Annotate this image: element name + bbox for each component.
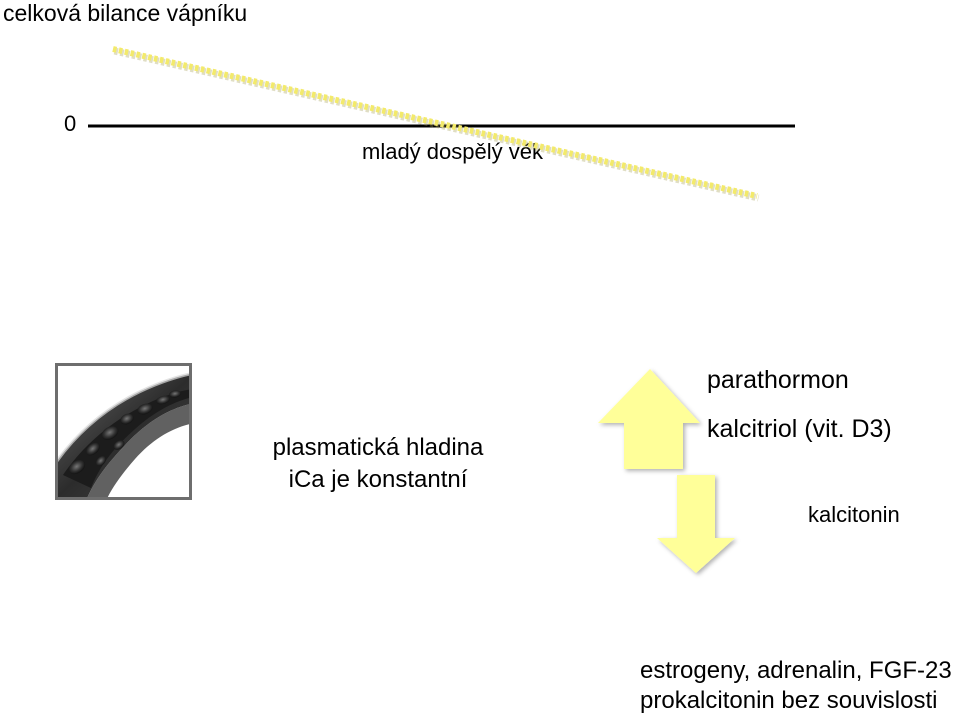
bottom-note-line-2: prokalcitonin bez souvislosti xyxy=(640,687,938,715)
hormone-kalcitriol: kalcitriol (vit. D3) xyxy=(707,415,892,443)
plasma-line-2: iCa je konstantní xyxy=(288,466,468,494)
bottom-note: estrogeny, adrenalin, FGF-23 prokalciton… xyxy=(640,656,952,717)
hormone-parathormon: parathormon xyxy=(707,366,849,394)
down-arrow-icon xyxy=(657,475,735,573)
plasma-line-1: plasmatická hladina xyxy=(272,434,484,461)
blood-vessel-image xyxy=(55,363,192,500)
bottom-note-line-1: estrogeny, adrenalin, FGF-23 xyxy=(640,657,952,684)
up-arrow-icon xyxy=(598,369,700,469)
hormone-kalcitonin: kalcitonin xyxy=(808,502,900,527)
zero-label: 0 xyxy=(64,111,77,136)
plasma-level-text: plasmatická hladina iCa je konstantní xyxy=(218,432,538,497)
calcium-balance-trend-dots xyxy=(112,46,758,199)
slide-title: celková bilance vápníku xyxy=(3,0,248,26)
